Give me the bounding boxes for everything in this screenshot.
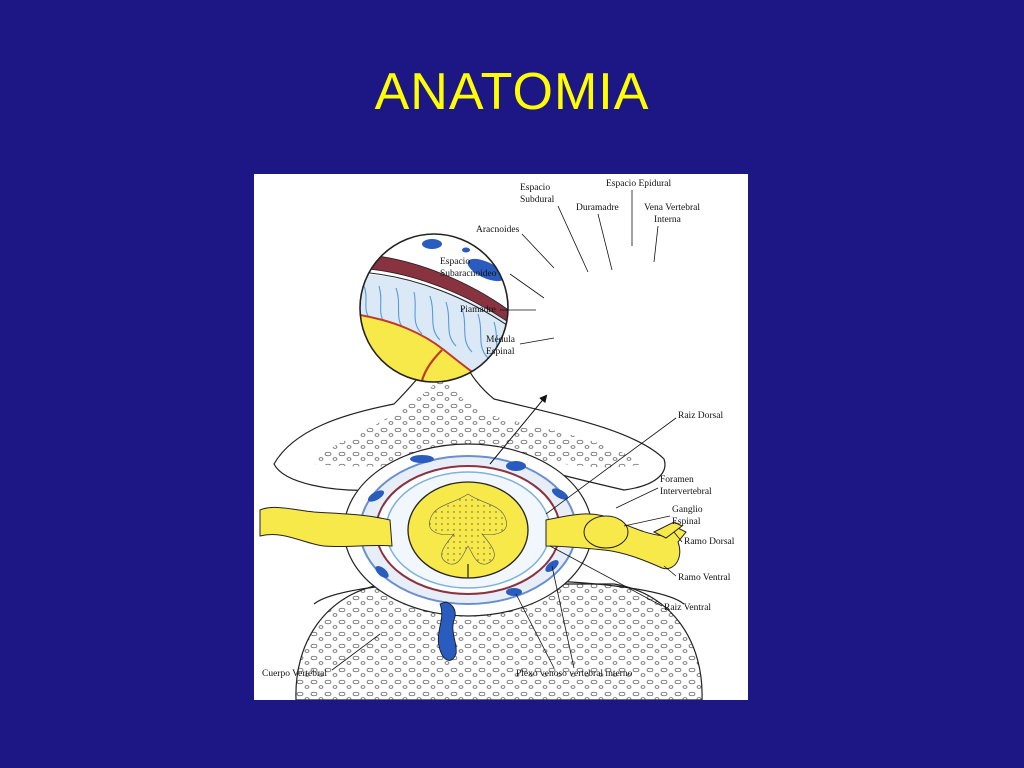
epidural-vein-tiny bbox=[462, 247, 470, 253]
leader-vena bbox=[653, 225, 659, 263]
label-raiz-dorsal: Raiz Dorsal bbox=[678, 411, 723, 421]
magnified-inset-border bbox=[359, 233, 509, 383]
vertebral-arch-texture bbox=[314, 374, 644, 468]
basivertebral-vein bbox=[437, 601, 457, 661]
label-aracnoides: Aracnoides bbox=[476, 225, 520, 235]
label-duramadre: Duramadre bbox=[576, 203, 619, 213]
ramo-dorsal-branch bbox=[652, 521, 683, 539]
leader-raiz-dorsal bbox=[545, 417, 677, 515]
leader-aracnoides bbox=[521, 233, 555, 269]
leader-medula bbox=[519, 337, 555, 345]
leader-plexo-venoso-2 bbox=[551, 565, 575, 669]
label-plexo-venoso: Plexo venoso vertebral interno bbox=[516, 669, 633, 679]
slide-title: ANATOMIA bbox=[374, 63, 650, 121]
leader-ganglio bbox=[623, 515, 671, 527]
nerve-root-left bbox=[259, 506, 393, 548]
label-ganglio-2: Espinal bbox=[672, 517, 701, 527]
magnify-arrow bbox=[489, 394, 548, 465]
leader-foramen bbox=[615, 487, 659, 509]
leader-duramadre bbox=[597, 213, 613, 271]
internal-vertebral-vein bbox=[467, 258, 505, 282]
arachnoid-membrane bbox=[360, 271, 508, 331]
gray-matter bbox=[429, 493, 507, 565]
vertebral-body bbox=[295, 583, 703, 700]
label-espacio-subdural-1: Espacio bbox=[520, 183, 550, 193]
label-ganglio-1: Ganglio bbox=[672, 505, 703, 515]
label-vena-vertebral-2: Interna bbox=[654, 215, 682, 225]
label-espacio-subdural-2: Subdural bbox=[520, 195, 555, 205]
label-raiz-ventral: Raiz Ventral bbox=[664, 603, 711, 613]
epidural-veins bbox=[367, 455, 569, 596]
label-piamadre: Piamadre bbox=[460, 305, 496, 315]
label-foramen-2: Intervertebral bbox=[660, 487, 712, 497]
label-cuerpo-vertebral: Cuerpo Vertebral bbox=[262, 669, 327, 679]
leader-ramo-dorsal bbox=[673, 531, 683, 543]
label-ramo-ventral: Ramo Ventral bbox=[678, 573, 731, 583]
spinal-anatomy-diagram: Espacio Subdural Espacio Epidural Durama… bbox=[259, 179, 735, 700]
spinal-ganglion bbox=[583, 515, 629, 549]
label-medula-1: Médula bbox=[486, 335, 516, 345]
label-medula-2: Espinal bbox=[486, 347, 515, 357]
cord-fissure bbox=[418, 349, 443, 382]
label-foramen-1: Foramen bbox=[660, 475, 694, 485]
leader-subaracnoideo bbox=[509, 273, 545, 299]
leader-raiz-ventral bbox=[549, 545, 663, 607]
leader-ramo-ventral bbox=[663, 565, 677, 577]
label-espacio-epidural: Espacio Epidural bbox=[606, 179, 672, 189]
label-vena-vertebral-1: Vena Vertebral bbox=[644, 203, 700, 213]
leader-cuerpo-vertebral bbox=[331, 633, 381, 671]
label-espacio-subaracnoideo-2: Subaracnoideo bbox=[440, 269, 497, 279]
leader-plexo-venoso-1 bbox=[515, 593, 555, 669]
epidural-vein-small bbox=[422, 239, 442, 249]
dura-mater bbox=[360, 253, 508, 327]
leader-subdural bbox=[557, 205, 589, 273]
label-ramo-dorsal: Ramo Dorsal bbox=[684, 537, 735, 547]
spinal-anatomy-figure: Espacio Subdural Espacio Epidural Durama… bbox=[254, 174, 748, 700]
label-espacio-subaracnoideo-1: Espacio bbox=[440, 257, 470, 267]
